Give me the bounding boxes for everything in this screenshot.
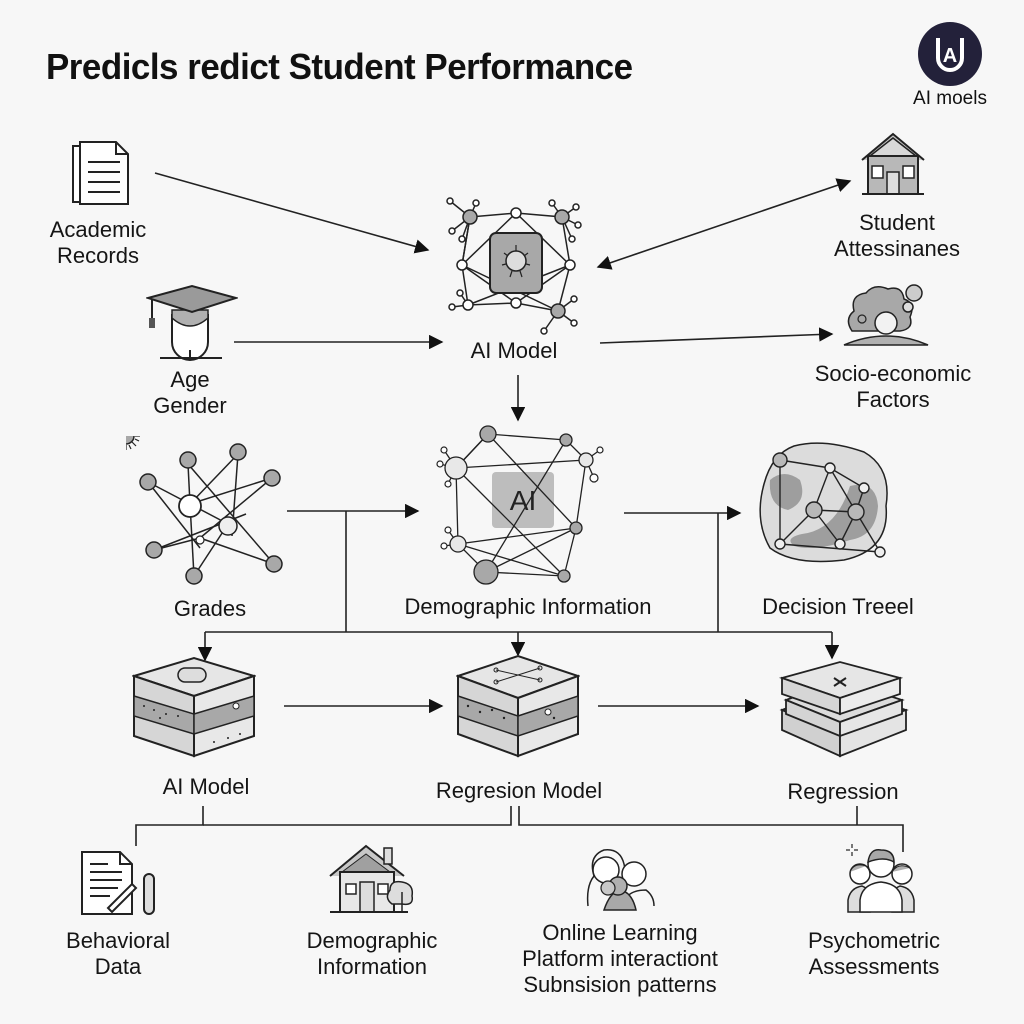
- tree-cluster-icon: [843, 284, 929, 346]
- online-learning-line-1: Online Learning: [542, 920, 698, 945]
- decision-tree-label: Decision Treeel: [762, 594, 914, 619]
- ai-model-bottom-label: AI Model: [162, 774, 250, 799]
- demographic-info-bottom-label: Demographic Information: [307, 928, 438, 980]
- stacked-slabs-icon: [778, 661, 909, 758]
- people-group-icon: [846, 844, 915, 913]
- student-attendance-label: Student Attessinanes: [834, 210, 960, 262]
- page-title: Predicls redict Student Performance: [46, 46, 633, 87]
- behavioral-data-label: Behavioral Data: [66, 928, 170, 980]
- regression-label: Regression: [787, 779, 899, 804]
- edge-bottom-bus-mid: [203, 806, 512, 826]
- student-attendance-line-2: Attessinanes: [834, 236, 960, 261]
- gender-line: Gender: [153, 393, 227, 418]
- psychometric-label: Psychometric Assessments: [808, 928, 940, 980]
- ai-network-icon: AI: [436, 425, 604, 585]
- house-tree-icon: [329, 844, 414, 913]
- socio-economic-line-2: Factors: [856, 387, 930, 412]
- psychometric-line-2: Assessments: [808, 954, 940, 979]
- blob-network-icon: [759, 442, 888, 563]
- edge-bottom-bus-left: [135, 806, 204, 846]
- layered-cube-icon: [456, 654, 580, 758]
- edge-academic-to-ai-model: [154, 172, 430, 254]
- edge-ai-model-to-socio-economic: [599, 327, 834, 344]
- edge-bottom-bus-right: [518, 806, 904, 852]
- demographic-info-bottom-line-2: Information: [316, 954, 428, 979]
- family-group-icon: [586, 849, 655, 911]
- academic-records-line-2: Records: [57, 243, 139, 268]
- ai-models-logo-icon: A: [918, 22, 982, 86]
- star-network-icon: [126, 436, 289, 591]
- school-house-icon: [861, 132, 925, 195]
- regression-model-label: Regresion Model: [435, 778, 603, 803]
- ai-model-top-label: AI Model: [470, 338, 558, 363]
- academic-records-label: Academic Records: [50, 217, 147, 269]
- psychometric-line-1: Psychometric: [807, 928, 941, 953]
- age-gender-label: Age Gender: [153, 367, 226, 419]
- socio-economic-label: Socio-economic Factors: [815, 361, 972, 413]
- online-learning-line-3: Subnsision patterns: [523, 972, 717, 997]
- age-line: Age: [170, 367, 210, 392]
- logo-label: AI moels: [913, 88, 987, 109]
- demographic-info-mid-label: Demographic Information: [404, 594, 652, 619]
- academic-records-line-1: Academic: [49, 217, 147, 242]
- socio-economic-line-1: Socio-economic: [814, 361, 972, 386]
- demographic-info-bottom-line-1: Demographic: [306, 928, 438, 953]
- online-learning-label: Online Learning Platform interactiont Su…: [522, 920, 718, 998]
- document-icon: [72, 141, 129, 205]
- document-pen-icon: [81, 851, 155, 915]
- logo-letter: A: [943, 45, 957, 67]
- student-attendance-line-1: Student: [859, 210, 935, 235]
- edge-ai-model-student-attendance: [596, 178, 852, 270]
- grades-label: Grades: [173, 596, 247, 621]
- layered-cube-icon: [132, 656, 256, 758]
- behavioral-data-line-2: Data: [94, 954, 142, 979]
- behavioral-data-line-1: Behavioral: [66, 928, 170, 953]
- neural-network-icon: [446, 197, 582, 335]
- graduation-cap-icon: [146, 284, 238, 361]
- online-learning-line-2: Platform interactiont: [522, 946, 718, 971]
